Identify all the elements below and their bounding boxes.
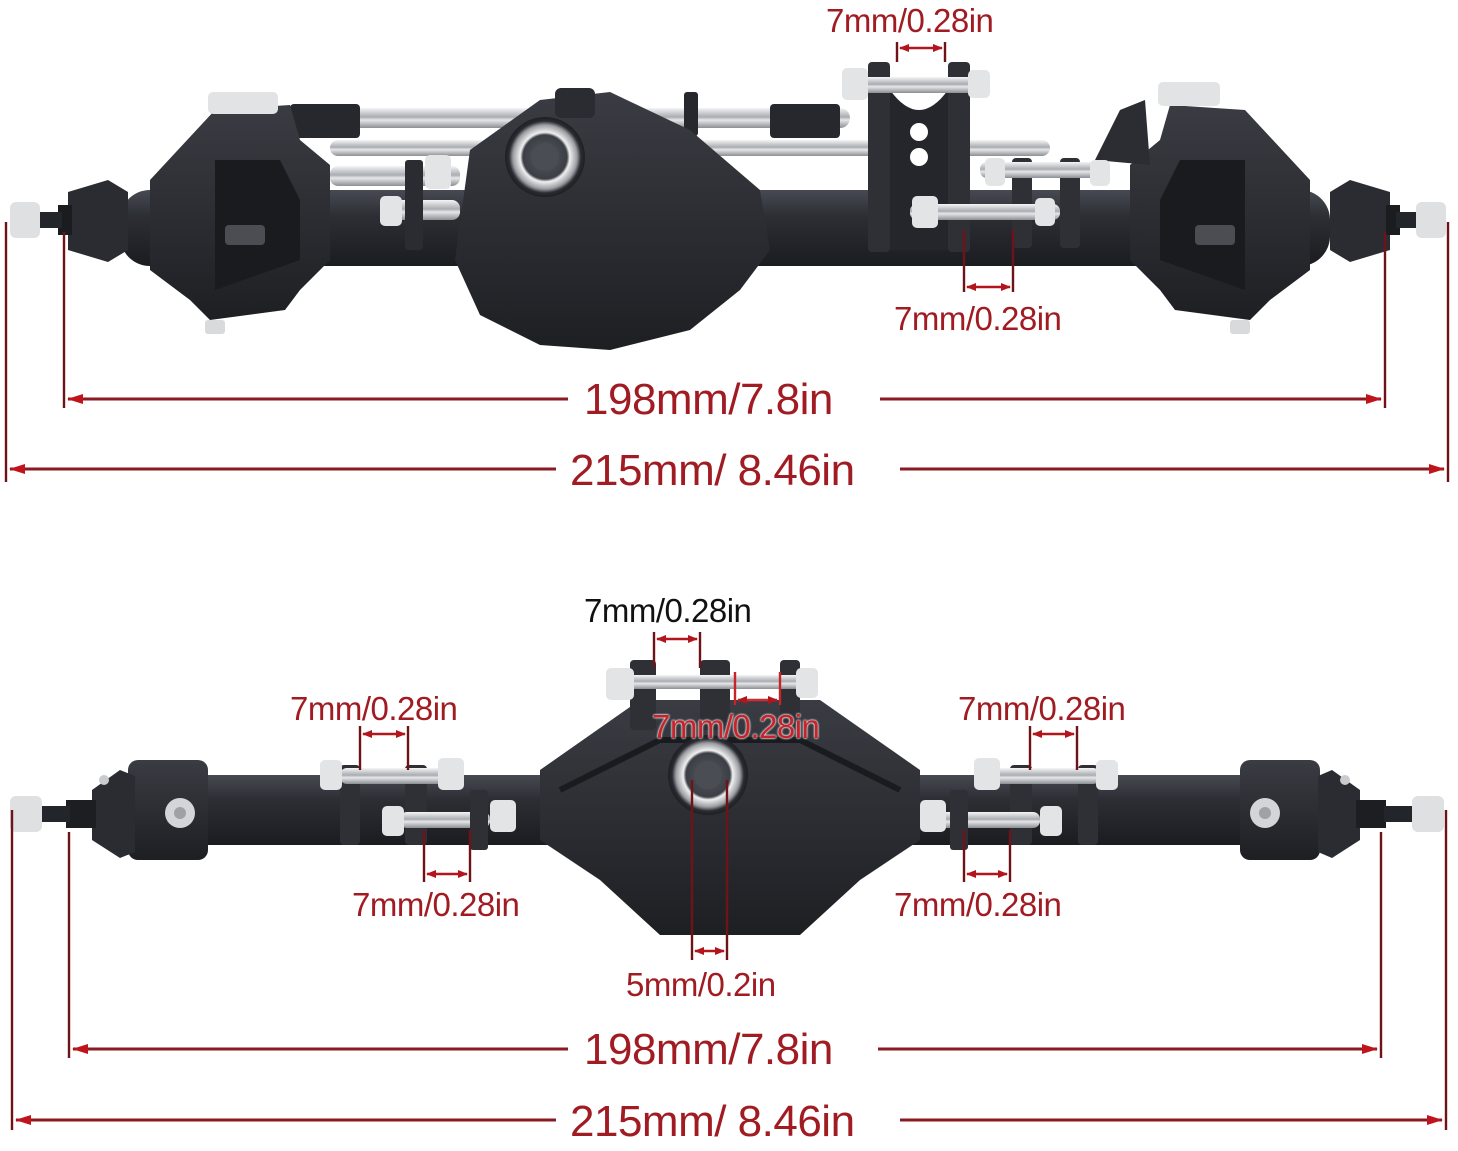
right-hub-hex <box>1330 180 1390 262</box>
rear-overall-width-label: 215mm/ 8.46in <box>556 1100 869 1144</box>
front-top-link-mount-label: 7mm/0.28in <box>826 2 994 39</box>
front-axle-dimension-lines <box>4 42 1450 482</box>
upper-link-mount-left-ear <box>868 62 890 252</box>
rear-right-lock-nut <box>1412 796 1444 832</box>
front-diff-housing <box>455 92 770 350</box>
rear-axle <box>10 660 1444 935</box>
rear-hub-to-hub-label: 198mm/7.8in <box>570 1028 847 1072</box>
rear-pinion-width-label: 5mm/0.2in <box>626 966 776 1003</box>
rear-diff-housing <box>540 700 920 935</box>
rear-top-link-mount-label: 7mm/0.28in <box>584 592 752 629</box>
rear-axle-dimension-lines <box>10 632 1448 1130</box>
rear-top-link-mount-right-label: 7mm/0.28in <box>652 708 820 745</box>
front-lower-link-mount-label: 7mm/0.28in <box>894 300 1062 337</box>
front-hub-to-hub-label: 198mm/7.8in <box>570 378 847 422</box>
front-axle <box>10 62 1446 350</box>
front-overall-width-label: 215mm/ 8.46in <box>556 449 869 493</box>
rear-right-lower-mount-label: 7mm/0.28in <box>894 886 1062 923</box>
rear-left-lock-nut <box>10 796 42 832</box>
rear-left-upper-mount-label: 7mm/0.28in <box>290 690 458 727</box>
left-hub-hex <box>68 180 128 262</box>
right-hub-carrier <box>1240 760 1320 860</box>
rear-right-upper-mount-label: 7mm/0.28in <box>958 690 1126 727</box>
left-lock-nut <box>10 202 40 238</box>
rear-left-lower-mount-label: 7mm/0.28in <box>352 886 520 923</box>
right-lock-nut <box>1416 202 1446 238</box>
